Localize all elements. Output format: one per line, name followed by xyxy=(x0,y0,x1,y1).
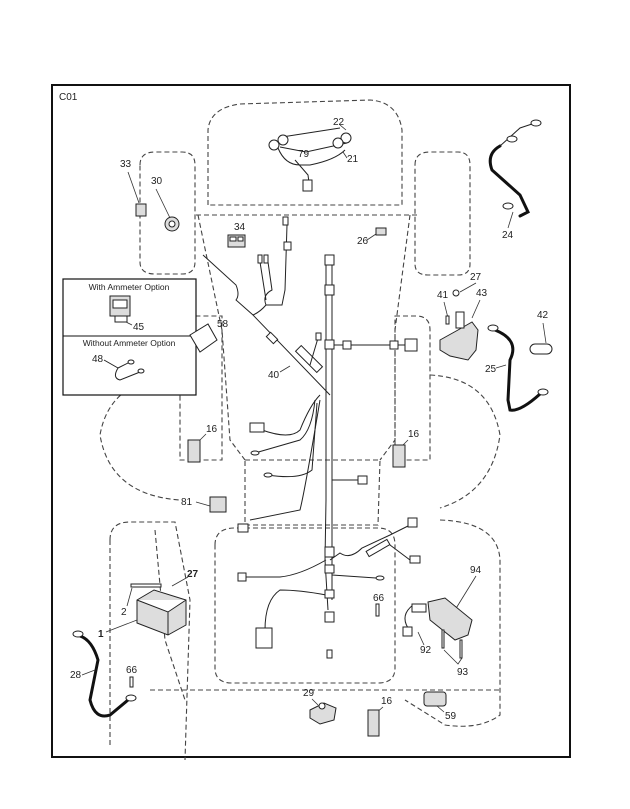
callout-24: 24 xyxy=(502,230,514,241)
cable-24: 24 xyxy=(488,119,542,241)
switch-16-bottom: 16 xyxy=(367,696,393,737)
relay-81: 81 xyxy=(181,496,227,513)
left-switch-group: 33 30 xyxy=(120,159,180,232)
headlight-bulb-left xyxy=(277,134,289,146)
diagram-frame xyxy=(51,84,571,758)
callout-40: 40 xyxy=(268,370,280,381)
callout-28: 28 xyxy=(70,670,82,681)
callout-58: 58 xyxy=(217,319,229,330)
callout-92: 92 xyxy=(420,645,432,656)
pto-group: 94 92 93 59 xyxy=(402,565,482,722)
switch-34: 34 xyxy=(227,222,246,248)
right-fender-panel xyxy=(394,315,431,461)
callout-45: 45 xyxy=(133,322,145,333)
screw-66-center xyxy=(375,603,380,617)
ground-cable-28 xyxy=(78,634,130,718)
without-ammeter-title: Without Ammeter Option xyxy=(83,338,176,348)
callout-16-left: 16 xyxy=(206,424,218,435)
pto-switch-94 xyxy=(427,597,473,641)
switch-16-left-body xyxy=(187,439,201,463)
rear-left-area xyxy=(109,521,191,761)
headlight-bulb-right xyxy=(340,132,352,144)
callout-30: 30 xyxy=(151,176,163,187)
module-58-body xyxy=(189,323,218,353)
switch-16-right: 16 xyxy=(392,429,420,468)
switch-16-right-body xyxy=(392,444,406,468)
callout-43: 43 xyxy=(476,288,488,299)
callout-48: 48 xyxy=(92,354,104,365)
switch-16-bottom-body xyxy=(367,709,380,737)
callout-21: 21 xyxy=(347,154,359,165)
chassis-outline xyxy=(99,99,501,761)
callout-26: 26 xyxy=(357,236,369,247)
pigtail-92 xyxy=(411,603,427,613)
callout-29: 29 xyxy=(303,688,315,699)
screw-66-left xyxy=(129,676,134,688)
headlight-connector xyxy=(302,179,313,192)
fuse-holder-59 xyxy=(423,691,447,707)
callout-94: 94 xyxy=(470,565,482,576)
callout-27-top: 27 xyxy=(470,272,482,283)
left-wheel-area xyxy=(99,374,181,501)
bolt-2 xyxy=(130,583,162,588)
callout-25: 25 xyxy=(485,364,497,375)
left-headlight-area xyxy=(139,151,196,275)
headlight-assembly: 22 79 21 xyxy=(268,117,359,192)
callout-66-center: 66 xyxy=(373,593,385,604)
battery-tray xyxy=(154,529,186,701)
right-wheel-area xyxy=(429,374,501,509)
callout-27-battery: 27 xyxy=(187,569,199,580)
ammeter-icon xyxy=(109,295,131,323)
switch-16-left: 16 xyxy=(187,424,218,463)
with-ammeter-title: With Ammeter Option xyxy=(89,282,170,292)
callout-34: 34 xyxy=(234,222,246,233)
callout-66-left: 66 xyxy=(126,665,138,676)
callout-93: 93 xyxy=(457,667,469,678)
callout-1: 1 xyxy=(98,629,104,640)
leader-45 xyxy=(125,321,133,326)
callout-16-right: 16 xyxy=(408,429,420,440)
solenoid-group: 27 41 43 42 25 xyxy=(437,272,553,412)
harness-connector-bottom xyxy=(255,627,273,649)
module-58: 58 xyxy=(189,319,229,353)
ammeter-option-box: With Ammeter Option 45 Without Ammeter O… xyxy=(62,278,197,396)
sheet-id: C01 xyxy=(59,92,78,103)
battery-1 xyxy=(136,589,187,636)
battery-group: 27 2 1 28 66 xyxy=(70,569,199,718)
hood-outline xyxy=(207,99,403,206)
dash-left xyxy=(197,214,246,461)
callout-22: 22 xyxy=(333,117,345,128)
relay-81-body xyxy=(209,496,227,513)
nut-27 xyxy=(452,289,460,297)
screw-41 xyxy=(445,315,450,325)
lower-center-panel xyxy=(214,527,396,684)
callout-33: 33 xyxy=(120,159,132,170)
boot-42 xyxy=(529,343,553,355)
callout-42: 42 xyxy=(537,310,549,321)
seat-switch-body xyxy=(309,702,337,725)
rear-right-area xyxy=(404,519,501,727)
callout-79: 79 xyxy=(298,149,310,160)
callout-2: 2 xyxy=(121,607,127,618)
callout-59: 59 xyxy=(445,711,457,722)
seat-switch-29: 29 xyxy=(303,688,337,725)
main-harness-40: 40 xyxy=(202,216,421,659)
callout-81: 81 xyxy=(181,497,193,508)
clip-26 xyxy=(375,227,387,236)
callout-16-bottom: 16 xyxy=(381,696,393,707)
connector-33 xyxy=(135,203,147,217)
callout-41: 41 xyxy=(437,290,449,301)
center-panel xyxy=(244,459,381,526)
harness-plug-right xyxy=(404,338,418,352)
right-headlight-area xyxy=(414,151,471,276)
